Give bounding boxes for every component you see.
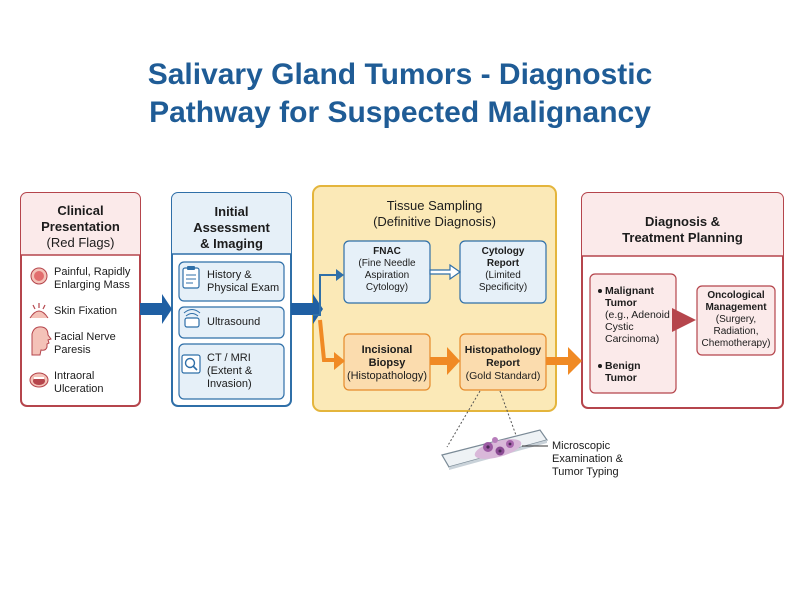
cytology-line4: Specificity) xyxy=(478,282,528,293)
clinical-item-mass: Painful, Rapidly Enlarging Mass xyxy=(54,266,140,292)
initial-heading-line3: & Imaging xyxy=(200,236,263,251)
arrow-initial-to-tissue xyxy=(291,294,323,324)
scan-magnifier-icon xyxy=(181,354,201,374)
clinical-item-ulcer: Intraoral Ulceration xyxy=(54,370,140,396)
clinical-item-nerve: Facial Nerve Paresis xyxy=(54,331,140,357)
tissue-heading-line1: Tissue Sampling xyxy=(386,198,483,213)
malignant-line4: Cystic xyxy=(605,321,634,333)
diagnosis-heading: Diagnosis & Treatment Planning xyxy=(582,214,783,246)
malignant-line2: Tumor xyxy=(605,297,637,309)
oncology-text: Oncological Management (Surgery, Radiati… xyxy=(697,290,775,350)
histo-text: Histopathology Report (Gold Standard) xyxy=(460,344,546,383)
clinical-item-ulcer-line1: Intraoral xyxy=(54,370,95,382)
initial-heading-line2: Assessment xyxy=(193,220,270,235)
arrow-tissue-to-diagnosis xyxy=(546,347,582,375)
history-card xyxy=(178,261,285,302)
initial-item-ctmri-line1: CT / MRI xyxy=(207,352,251,364)
initial-item-history-line1: History & xyxy=(207,269,252,281)
biopsy-text: Incisional Biopsy (Histopathology) xyxy=(344,344,430,383)
fnac-line4: Cytology) xyxy=(365,282,409,293)
tissue-heading-line2: (Definitive Diagnosis) xyxy=(373,214,496,229)
clinical-heading-line1: Clinical xyxy=(57,203,104,218)
fnac-title: FNAC xyxy=(373,246,401,257)
fnac-line3: Aspiration xyxy=(364,270,410,281)
malignant-card xyxy=(589,273,677,394)
initial-heading: Initial Assessment & Imaging xyxy=(172,204,291,252)
face-profile-icon xyxy=(31,326,52,356)
cytology-line2: Report xyxy=(486,258,520,269)
ultrasound-card xyxy=(178,306,285,339)
clinical-item-nerve-line2: Paresis xyxy=(54,344,91,356)
microscopic-label: Microscopic Examination & Tumor Typing xyxy=(552,440,662,479)
initial-item-ultrasound-line1: Ultrasound xyxy=(207,316,261,328)
skin-fixation-icon xyxy=(29,303,49,319)
fnac-line2: (Fine Needle xyxy=(358,258,416,269)
clinical-item-skin-line1: Skin Fixation xyxy=(54,305,117,317)
open-mouth-icon xyxy=(29,372,49,388)
oncology-line2: Management xyxy=(705,302,767,313)
arrow-biopsy-to-histo xyxy=(430,347,460,375)
page-title: Salivary Gland Tumors - Diagnostic Pathw… xyxy=(0,56,800,132)
tissue-heading: Tissue Sampling (Definitive Diagnosis) xyxy=(313,198,556,230)
clinical-item-mass-line2: Enlarging Mass xyxy=(54,279,130,291)
ultrasound-probe-icon xyxy=(183,309,201,328)
benign-text: Benign Tumor xyxy=(605,360,677,384)
diagnosis-heading-line1: Diagnosis & xyxy=(644,214,721,229)
initial-item-history: History & Physical Exam xyxy=(207,269,287,295)
clipboard-icon xyxy=(182,266,200,289)
title-line-2: Pathway for Suspected Malignancy xyxy=(149,96,651,129)
cytology-text: Cytology Report (Limited Specificity) xyxy=(460,246,546,294)
histo-line2: Report xyxy=(486,357,520,369)
clinical-item-skin: Skin Fixation xyxy=(54,305,140,318)
oncology-line3: (Surgery, xyxy=(715,314,757,325)
swollen-mass-icon xyxy=(30,267,48,285)
microscope-slide-icon xyxy=(441,429,548,470)
microscopic-line2: Examination & xyxy=(552,453,623,465)
initial-item-ctmri-line3: Invasion) xyxy=(207,378,252,390)
initial-item-history-line2: Physical Exam xyxy=(207,282,280,294)
oncology-line5: Chemotherapy) xyxy=(701,338,771,349)
initial-item-ultrasound: Ultrasound xyxy=(207,316,287,329)
oncology-title: Oncological xyxy=(707,290,765,301)
ctmri-card xyxy=(178,343,285,400)
benign-title: Benign xyxy=(605,360,641,372)
diagnosis-heading-line2: Treatment Planning xyxy=(622,230,743,245)
clinical-item-mass-line1: Painful, Rapidly xyxy=(54,266,131,278)
arrow-branch-fnac xyxy=(313,274,336,316)
clinical-item-ulcer-line2: Ulceration xyxy=(54,383,104,395)
clinical-heading-line3: (Red Flags) xyxy=(46,235,115,250)
malignant-line3: (e.g., Adenoid xyxy=(605,309,670,321)
oncology-line4: Radiation, xyxy=(713,326,759,337)
cytology-title: Cytology xyxy=(481,246,525,257)
biopsy-title: Incisional xyxy=(361,344,413,356)
initial-item-ctmri-line2: (Extent & xyxy=(207,365,253,377)
biopsy-line2: Biopsy xyxy=(368,357,406,369)
histo-line3: (Gold Standard) xyxy=(465,370,541,382)
clinical-heading: Clinical Presentation (Red Flags) xyxy=(21,203,140,251)
arrow-clinical-to-initial xyxy=(140,294,172,324)
clinical-heading-line2: Presentation xyxy=(41,219,120,234)
clinical-item-nerve-line1: Facial Nerve xyxy=(54,331,116,343)
benign-line2: Tumor xyxy=(605,372,637,384)
malignant-title: Malignant xyxy=(605,285,654,297)
microscopic-line1: Microscopic xyxy=(552,440,611,452)
oncology-card xyxy=(696,285,776,356)
microscopic-line3: Tumor Typing xyxy=(552,466,619,478)
title-line-1: Salivary Gland Tumors - Diagnostic xyxy=(147,58,653,91)
arrow-fnac-to-cytology xyxy=(429,263,462,281)
malignant-text: Malignant Tumor (e.g., Adenoid Cystic Ca… xyxy=(605,285,677,345)
malignant-line5: Carcinoma) xyxy=(605,333,660,345)
arrow-branch-biopsy xyxy=(318,319,336,362)
biopsy-line3: (Histopathology) xyxy=(346,370,428,382)
histo-title: Histopathology xyxy=(464,344,542,356)
initial-item-ctmri: CT / MRI (Extent & Invasion) xyxy=(207,352,287,391)
fnac-text: FNAC (Fine Needle Aspiration Cytology) xyxy=(344,246,430,294)
cytology-line3: (Limited xyxy=(485,270,521,281)
initial-heading-line1: Initial xyxy=(214,204,249,219)
